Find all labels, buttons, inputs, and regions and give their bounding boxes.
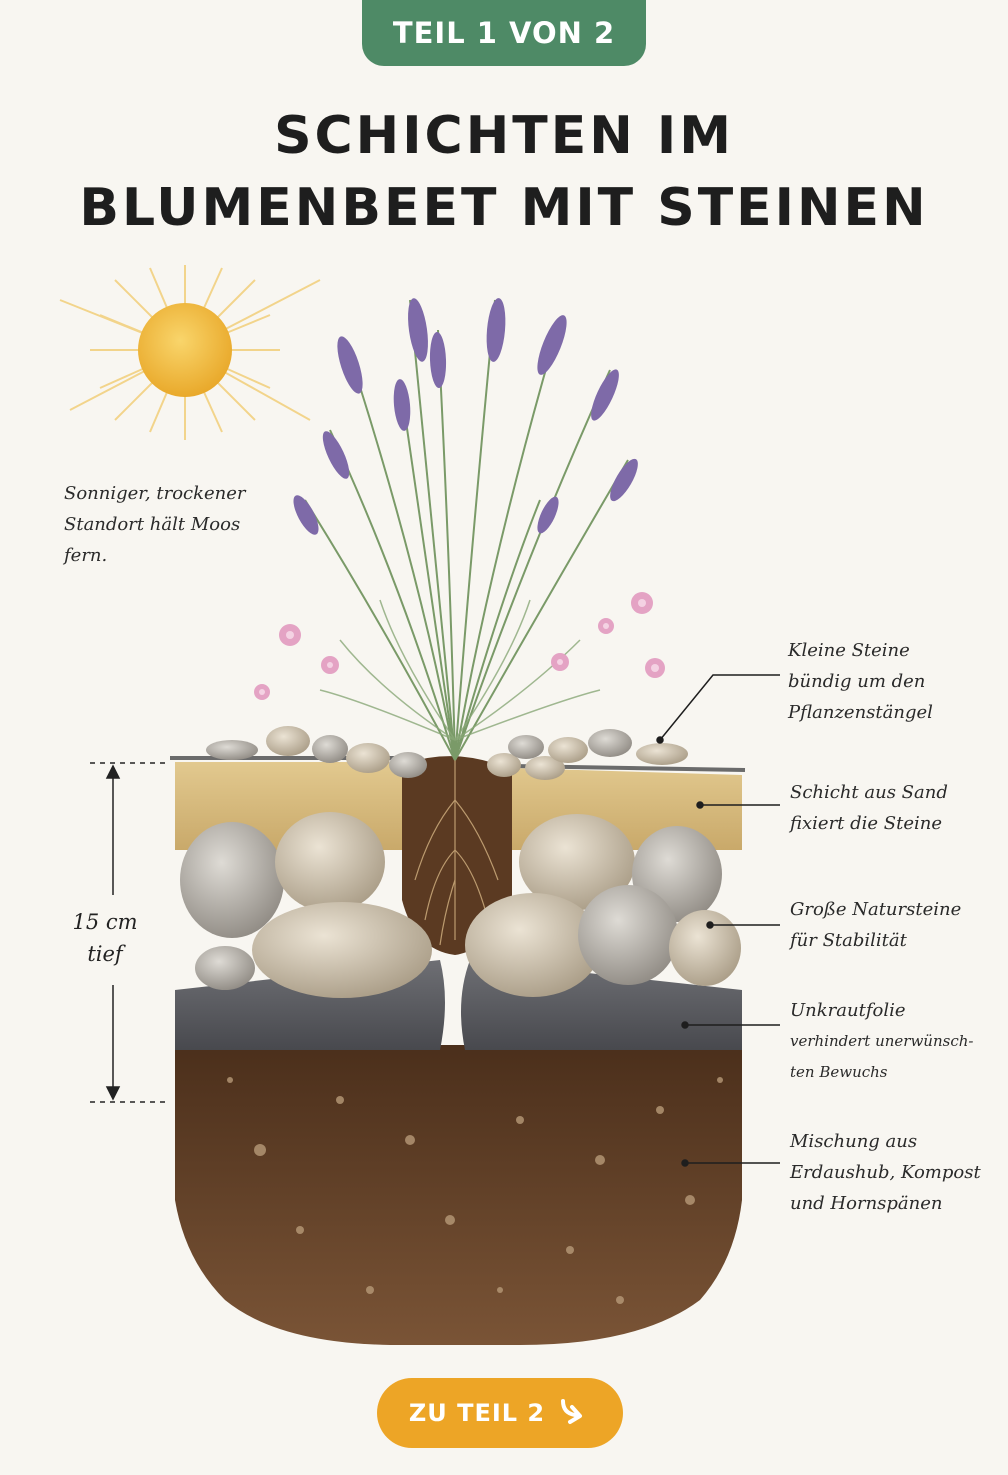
annotation-leaders bbox=[656, 674, 780, 1167]
next-part-button[interactable]: ZU TEIL 2 bbox=[377, 1378, 623, 1448]
sun-note-line: fern. bbox=[64, 545, 108, 566]
soil-pebbles bbox=[227, 1077, 723, 1304]
depth-unit: tief bbox=[87, 942, 123, 966]
annotation-sand-layer: Schicht aus Sand fixiert die Steine bbox=[790, 777, 948, 839]
next-part-label: ZU TEIL 2 bbox=[408, 1399, 546, 1427]
part-badge: TEIL 1 VON 2 bbox=[362, 0, 646, 66]
annotation-weed-fleece: Unkrautfolie verhindert unerwünsch- ten … bbox=[790, 995, 973, 1088]
sun-note: Sonniger, trockener Standort hält Moos f… bbox=[64, 478, 246, 571]
annotation-line: fixiert die Steine bbox=[790, 813, 942, 834]
annotation-line: Kleine Steine bbox=[788, 640, 910, 661]
annotation-line: Mischung aus bbox=[790, 1131, 918, 1152]
sun-icon bbox=[59, 265, 321, 440]
annotation-small-stones: Kleine Steine bündig um den Pflanzenstän… bbox=[788, 635, 933, 728]
annotation-line: und Hornspänen bbox=[790, 1193, 943, 1214]
annotation-line: Erdaushub, Kompost bbox=[790, 1162, 981, 1183]
soil-mixture-layer bbox=[175, 1045, 742, 1345]
part-badge-label: TEIL 1 VON 2 bbox=[392, 16, 616, 50]
arrow-down-right-icon bbox=[557, 1393, 591, 1433]
small-stones bbox=[206, 726, 688, 780]
annotation-line: verhindert unerwünsch- bbox=[790, 1032, 974, 1050]
title-line-2: BLUMENBEET MIT STEINEN bbox=[79, 178, 929, 238]
annotation-soil-mixture: Mischung aus Erdaushub, Kompost und Horn… bbox=[790, 1126, 981, 1219]
annotation-line: Unkrautfolie bbox=[790, 1000, 906, 1021]
annotation-line: ten Bewuchs bbox=[790, 1063, 888, 1081]
depth-label: 15 cm tief bbox=[60, 906, 150, 970]
depth-value: 15 cm bbox=[72, 910, 138, 934]
depth-indicator bbox=[90, 762, 170, 1103]
annotation-line: Schicht aus Sand bbox=[790, 782, 948, 803]
lavender-plant-illustration bbox=[254, 298, 665, 761]
large-stones bbox=[180, 812, 741, 998]
sun-note-line: Sonniger, trockener bbox=[64, 483, 246, 504]
page-title: SCHICHTEN IM BLUMENBEET MIT STEINEN bbox=[0, 100, 1008, 244]
annotation-line: Pflanzenstängel bbox=[788, 702, 933, 723]
annotation-line: für Stabilität bbox=[790, 930, 907, 951]
annotation-line: Große Natursteine bbox=[790, 899, 962, 920]
sun-note-line: Standort hält Moos bbox=[64, 514, 241, 535]
annotation-line: bündig um den bbox=[788, 671, 926, 692]
root-ball bbox=[402, 756, 512, 955]
annotation-large-stones: Große Natursteine für Stabilität bbox=[790, 894, 961, 956]
title-line-1: SCHICHTEN IM bbox=[274, 106, 734, 166]
